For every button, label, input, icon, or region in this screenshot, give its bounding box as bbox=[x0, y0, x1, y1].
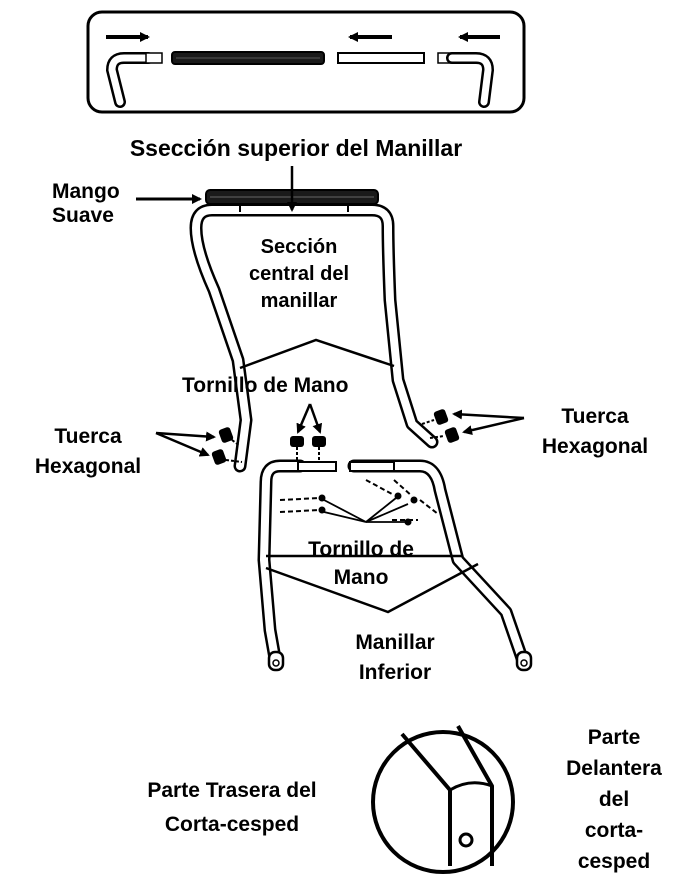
front-line4: corta- bbox=[584, 819, 644, 842]
front-line3: del bbox=[598, 788, 630, 811]
lower-handle-line2: Inferior bbox=[358, 661, 432, 684]
insert-grip-inset bbox=[86, 10, 526, 114]
hand-knobs bbox=[290, 403, 326, 462]
soft-grip-label-line1: Mango bbox=[52, 180, 120, 203]
hand-knob-top-label: Tornillo de Mano bbox=[182, 374, 349, 397]
rear-label: Parte Trasera del Corta-cesped bbox=[112, 774, 352, 842]
center-section-line1: Sección bbox=[260, 236, 338, 258]
hand-knob-bottom-label: Tornillo de Mano bbox=[286, 536, 436, 592]
lower-handle-line1: Manillar bbox=[355, 631, 435, 654]
front-line2: Delantera bbox=[566, 757, 662, 780]
hand-knob-bottom-line2: Mano bbox=[333, 566, 389, 589]
inset-bar bbox=[337, 52, 425, 64]
soft-grip-label-line2: Suave bbox=[52, 204, 114, 227]
lower-handle-label: Manillar Inferior bbox=[330, 628, 460, 688]
center-section-line3: manillar bbox=[260, 290, 338, 312]
front-line5: cesped bbox=[577, 850, 651, 873]
rear-line1: Parte Trasera del bbox=[147, 779, 317, 802]
hex-nut-right-line2: Hexagonal bbox=[541, 435, 649, 458]
hex-nut-right-line1: Tuerca bbox=[561, 405, 629, 428]
lower-handle bbox=[257, 459, 533, 672]
upper-section-label: Ssección superior del Manillar bbox=[129, 135, 463, 161]
hex-nut-left-label: Tuerca Hexagonal bbox=[18, 422, 158, 482]
hidden-bolts bbox=[279, 479, 439, 521]
hex-nut-left-line1: Tuerca bbox=[54, 425, 122, 448]
center-section-line2: central del bbox=[248, 263, 350, 285]
hex-nuts-left bbox=[155, 427, 243, 465]
soft-grip-label: Mango Suave bbox=[52, 180, 120, 228]
hand-knob-leaders bbox=[323, 497, 409, 523]
knob-arrow-right bbox=[308, 403, 323, 434]
front-line1: Parte bbox=[587, 726, 641, 749]
front-label: Parte Delantera del corta- cesped bbox=[558, 722, 670, 877]
hex-nut-right-label: Tuerca Hexagonal bbox=[524, 402, 666, 462]
detail-bolt-hole bbox=[458, 832, 474, 848]
lower-v-brace bbox=[265, 562, 479, 614]
upper-handle bbox=[189, 189, 439, 473]
hex-nut-left-line2: Hexagonal bbox=[34, 455, 142, 478]
rear-line2: Corta-cesped bbox=[164, 813, 300, 836]
hand-knob-bottom-line1: Tornillo de bbox=[308, 538, 414, 561]
detail-circle bbox=[371, 725, 515, 874]
center-section-label: Sección central del manillar bbox=[234, 234, 364, 315]
hex-nuts-right bbox=[421, 409, 525, 443]
upper-cross-brace bbox=[239, 338, 395, 370]
knob-arrow-left bbox=[296, 403, 312, 434]
